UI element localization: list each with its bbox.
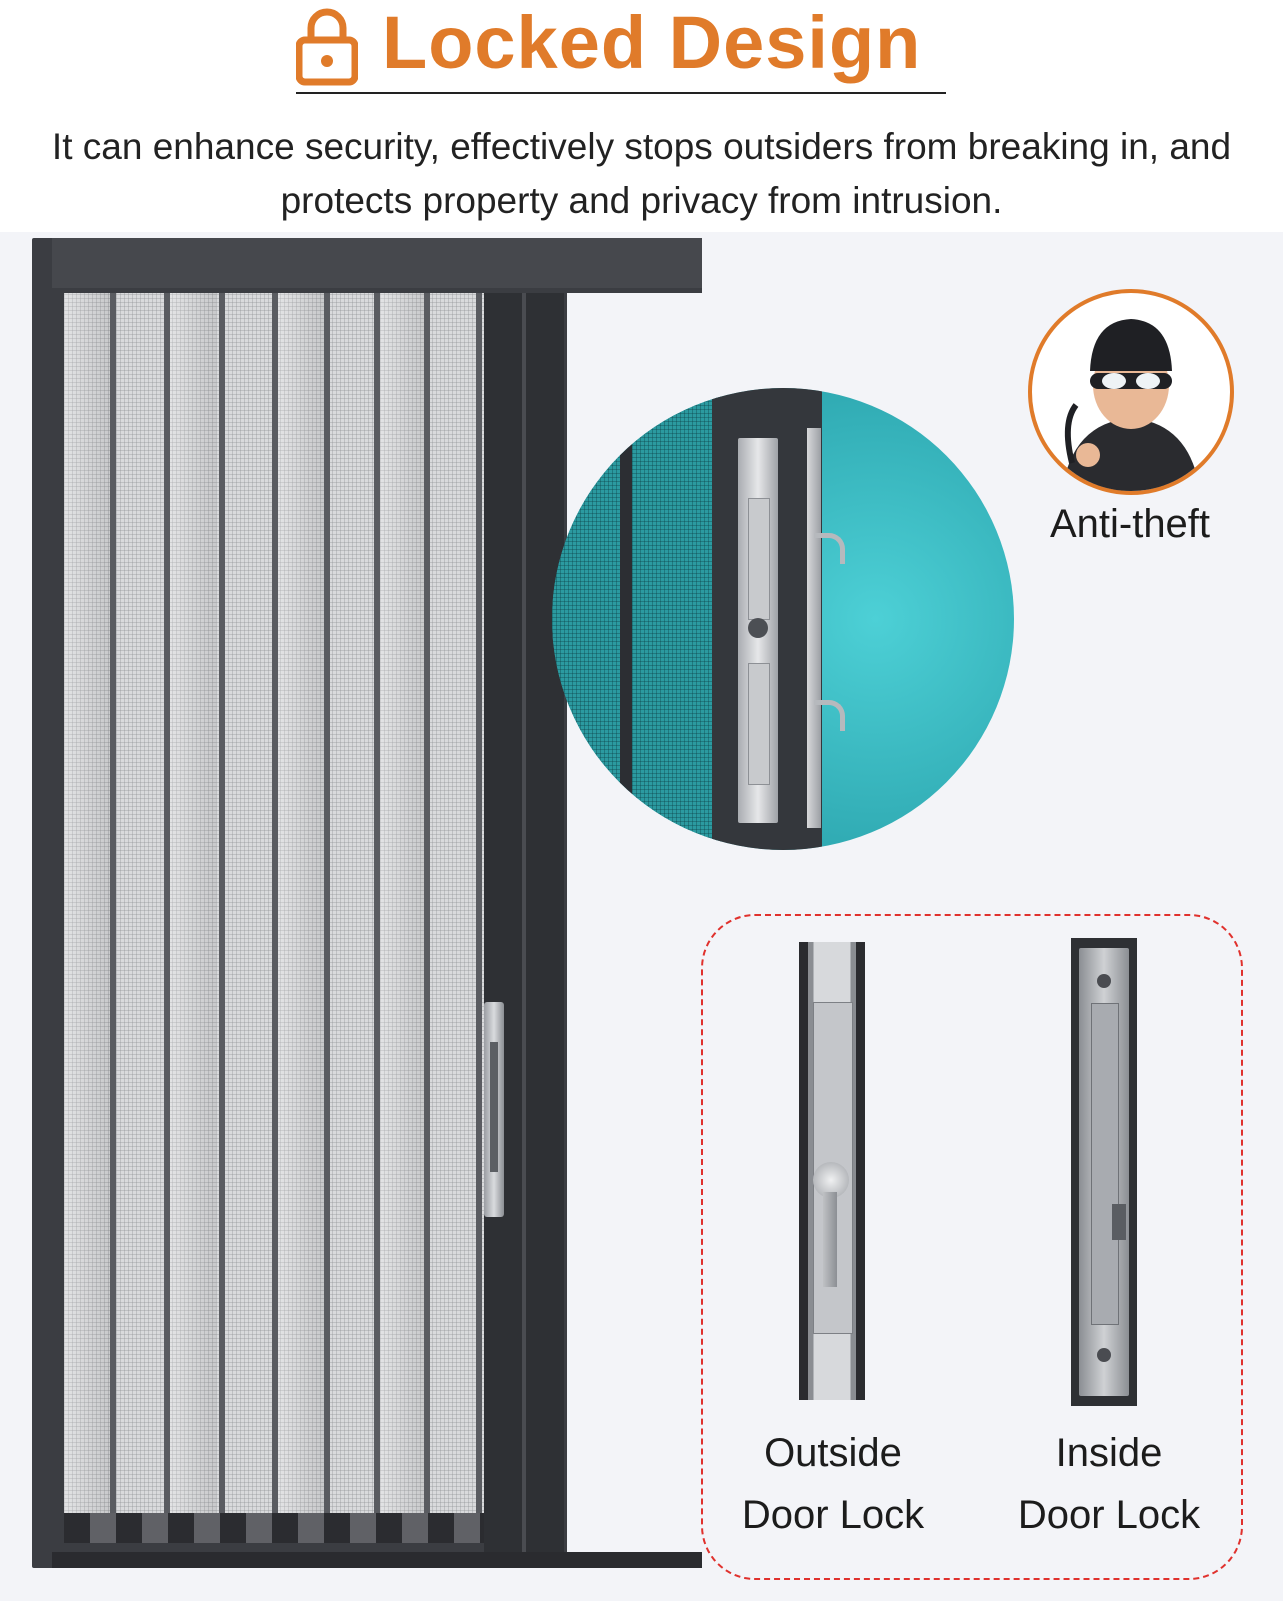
pleat-fold (324, 293, 330, 1543)
product-stage: Anti-theft Outside Door Lock Inside Door… (0, 232, 1283, 1601)
inside-lock-caption: Inside Door Lock (1017, 1431, 1201, 1537)
screen-bottom-folds (64, 1513, 484, 1543)
keyhole-icon (748, 618, 768, 638)
pleat-fold (219, 293, 225, 1543)
pleat-fold (164, 293, 170, 1543)
header: Locked Design It can enhance security, e… (0, 0, 1283, 232)
screw-icon (1097, 1348, 1111, 1362)
folding-door (32, 238, 710, 1568)
door-sill (52, 1552, 702, 1568)
outside-lock-caption: Outside Door Lock (741, 1431, 925, 1537)
door-header-rail (52, 238, 702, 288)
outside-lock-image (799, 942, 865, 1400)
lock-icon (296, 8, 358, 86)
pleat-fold (374, 293, 380, 1543)
pleat-fold (424, 293, 430, 1543)
inside-lock-image (1071, 938, 1137, 1406)
thief-icon (1028, 289, 1234, 495)
zoom-strike-plate (807, 428, 821, 828)
page-title: Locked Design (382, 1, 922, 84)
zoom-lock-plate (738, 438, 778, 823)
pleat-fold (110, 293, 116, 1543)
anti-theft-label: Anti-theft (1049, 502, 1211, 546)
zoom-mesh (552, 388, 722, 850)
description-text: It can enhance security, effectively sto… (51, 126, 1232, 221)
title-block: Locked Design (296, 1, 946, 94)
pleat-fold (272, 293, 278, 1543)
screw-icon (1097, 974, 1111, 988)
hook-icon (814, 533, 845, 564)
door-stile (484, 293, 564, 1555)
key-icon (823, 1192, 837, 1287)
pleated-screen (64, 293, 484, 1543)
pleat-fold (476, 293, 482, 1543)
hook-icon (814, 700, 845, 731)
lock-zoom-circle (552, 388, 1014, 850)
lock-comparison-box: Outside Door Lock Inside Door Lock (701, 914, 1243, 1580)
latch-knob (1112, 1204, 1126, 1240)
door-handle (484, 1002, 504, 1217)
